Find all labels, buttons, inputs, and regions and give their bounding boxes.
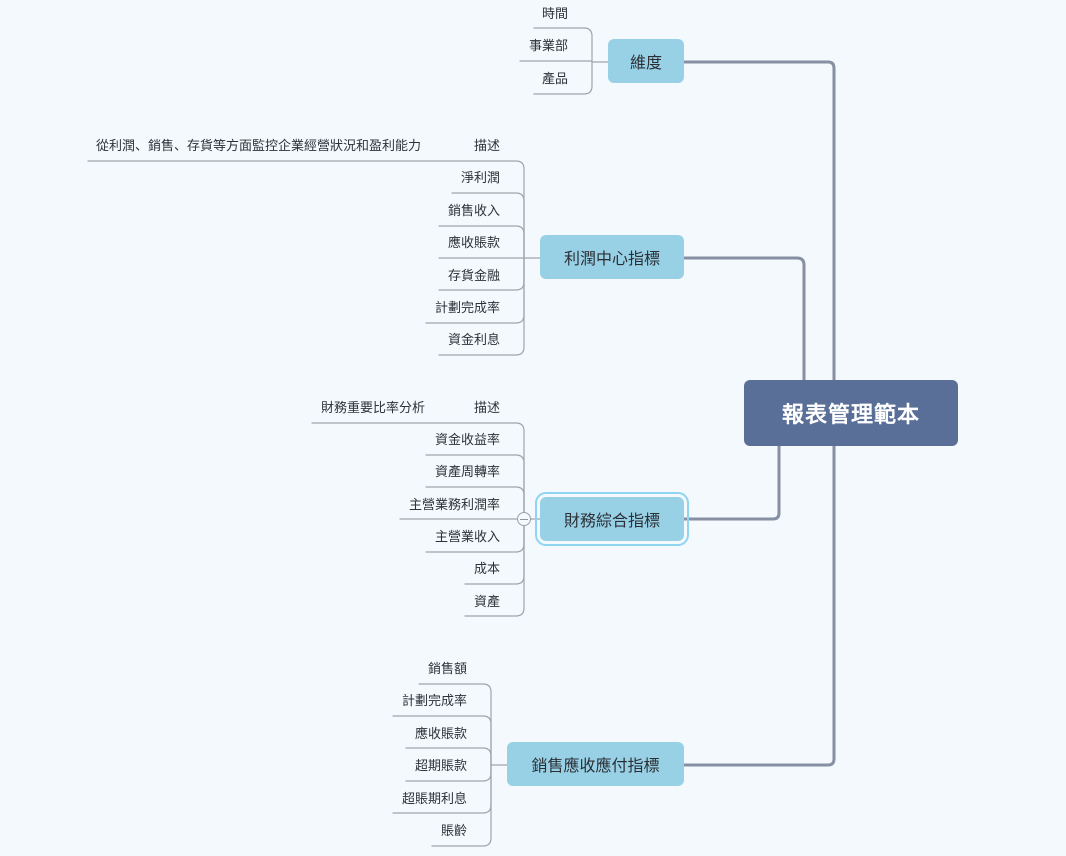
leaf-asset-turnover[interactable]: 資產周轉率: [435, 465, 501, 480]
leaf-capital-interest[interactable]: 資金利息: [448, 333, 501, 348]
leaf-aging[interactable]: 賬齡: [441, 824, 468, 839]
leaf-financial-description[interactable]: 描述: [474, 401, 501, 416]
root-to-profit-center-connector: [682, 256, 806, 382]
profit-center-leaf-connector: [438, 257, 525, 356]
profit-center-leaf-connector: [438, 225, 525, 259]
root-to-dimension-connector: [682, 60, 836, 382]
leaf-overdue-accounts[interactable]: 超期賬款: [415, 759, 468, 774]
financial-description-note[interactable]: 財務重要比率分析: [321, 401, 426, 416]
leaf-inventory-finance[interactable]: 存貨金融: [448, 269, 501, 284]
leaf-operating-profit-margin[interactable]: 主營業務利潤率: [409, 498, 501, 513]
leaf-sales-revenue[interactable]: 銷售收入: [448, 204, 501, 219]
sales-leaf-connector: [431, 764, 492, 847]
leaf-net-profit[interactable]: 淨利潤: [461, 171, 501, 186]
leaf-product[interactable]: 產品: [542, 72, 569, 87]
root-to-sales-connector: [682, 444, 836, 767]
sales-leaf-connector: [418, 683, 492, 766]
branch-topic-financial-composite[interactable]: 財務綜合指標: [535, 492, 689, 546]
dimension-leaf-connector: [519, 60, 593, 63]
branch-topic-dimension[interactable]: 維度: [608, 39, 684, 83]
profit-center-leaf-connector: [451, 192, 525, 259]
leaf-sales-amount[interactable]: 銷售額: [428, 662, 468, 677]
leaf-accounts-receivable[interactable]: 應收賬款: [448, 236, 501, 251]
profit-description-note[interactable]: 從利潤、銷售、存貨等方面監控企業經營狀況和盈利能力: [96, 139, 422, 154]
leaf-cost[interactable]: 成本: [474, 562, 501, 577]
leaf-plan-completion-rate[interactable]: 計劃完成率: [435, 301, 501, 316]
branch-topic-sales-receivable-payable[interactable]: 銷售應收應付指標: [507, 742, 684, 786]
financial-leaf-connector: [464, 518, 525, 617]
sales-leaf-connector: [392, 715, 492, 766]
financial-leaf-connector: [425, 486, 525, 520]
dimension-leaf-connector: [533, 27, 593, 63]
leaf-operating-revenue[interactable]: 主營業收入: [435, 530, 501, 545]
collapse-toggle-icon[interactable]: [517, 512, 531, 526]
profit-center-leaf-connector: [87, 160, 525, 259]
leaf-time[interactable]: 時間: [542, 7, 569, 22]
branch-topic-profit-center[interactable]: 利潤中心指標: [540, 235, 684, 279]
leaf-return-on-capital[interactable]: 資金收益率: [435, 433, 501, 448]
leaf-assets[interactable]: 資產: [474, 595, 501, 610]
leaf-plan-completion-rate-2[interactable]: 計劃完成率: [402, 694, 468, 709]
leaf-accounts-receivable-2[interactable]: 應收賬款: [415, 727, 468, 742]
financial-leaf-connector: [311, 422, 525, 520]
dimension-leaf-connector: [533, 61, 593, 95]
financial-leaf-connector: [425, 454, 525, 520]
root-to-financial-connector: [682, 444, 781, 521]
sales-leaf-connector: [405, 747, 492, 766]
leaf-profit-description[interactable]: 描述: [474, 139, 501, 154]
root-topic[interactable]: 報表管理範本: [744, 380, 958, 446]
leaf-business-unit[interactable]: 事業部: [529, 39, 569, 54]
leaf-overdue-interest[interactable]: 超賬期利息: [402, 792, 468, 807]
